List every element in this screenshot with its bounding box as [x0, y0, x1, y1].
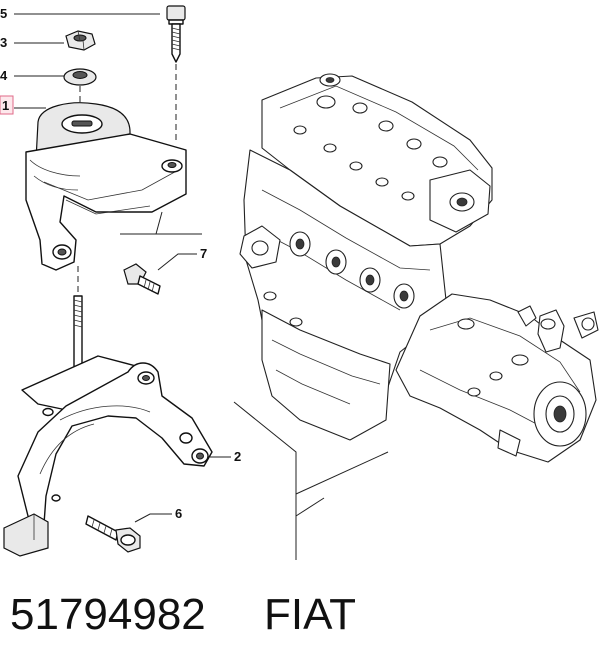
- bolt-part-5[interactable]: [166, 5, 186, 140]
- callout-1[interactable]: 1: [0, 95, 46, 115]
- callout-1-highlight: [0, 95, 14, 115]
- callout-4-label: 4: [0, 68, 8, 83]
- callout-6-leader: [134, 513, 172, 523]
- callout-1-label: 1: [2, 98, 9, 113]
- callout-7[interactable]: 7: [157, 246, 207, 271]
- brand-name: FIAT: [264, 590, 357, 639]
- callout-7-label: 7: [200, 246, 207, 261]
- footer: 51794982 FIAT: [10, 590, 590, 650]
- callout-5-label: 5: [0, 6, 7, 21]
- bracket-part-2[interactable]: [3, 355, 213, 557]
- nut-part-3[interactable]: [65, 30, 96, 51]
- engine-illustration: [239, 73, 599, 463]
- bolt-part-7[interactable]: [123, 263, 161, 295]
- callout-2-label: 2: [234, 449, 241, 464]
- callout-6[interactable]: 6: [134, 506, 182, 523]
- engine-mount-part-1[interactable]: [25, 102, 202, 271]
- callout-3[interactable]: 3: [0, 35, 64, 50]
- callout-5[interactable]: 5: [0, 6, 160, 21]
- callout-6-label: 6: [175, 506, 182, 521]
- part-number: 51794982: [10, 590, 206, 639]
- callout-3-label: 3: [0, 35, 7, 50]
- callout-4[interactable]: 4: [0, 68, 64, 83]
- callout-2[interactable]: 2: [210, 449, 241, 464]
- assembly-pointer: [233, 401, 389, 560]
- bolt-part-6[interactable]: [85, 515, 141, 553]
- callout-7-leader: [157, 253, 197, 271]
- washer-part-4[interactable]: [63, 68, 97, 108]
- stud-bolt[interactable]: [73, 266, 83, 373]
